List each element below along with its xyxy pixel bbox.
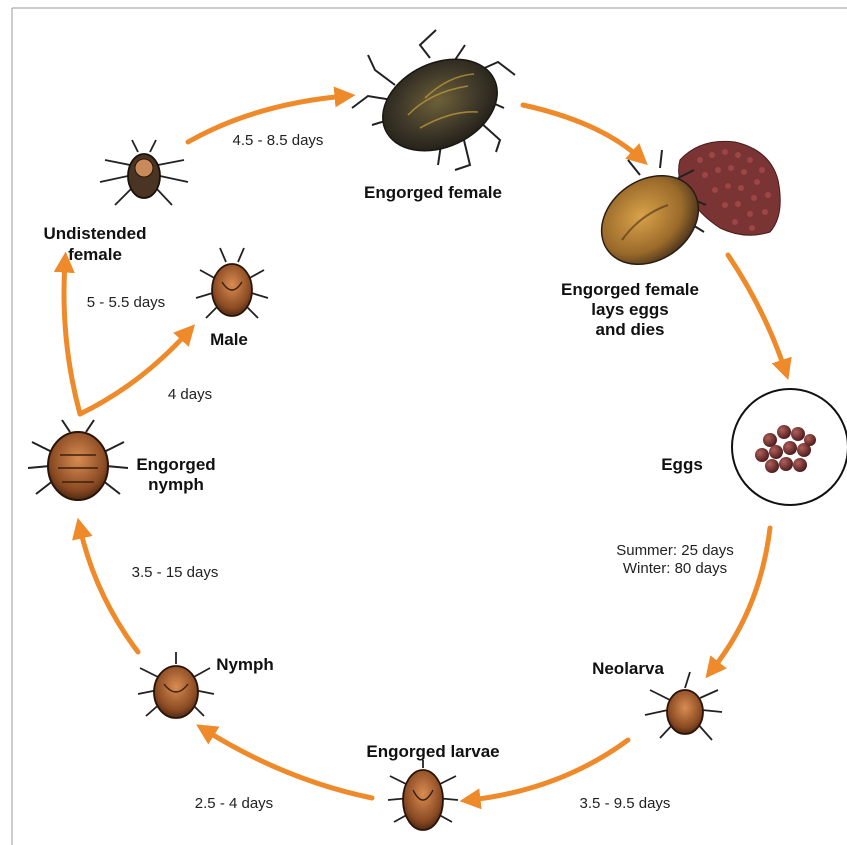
- duration-neolarva-to-larvae: 3.5 - 9.5 days: [580, 795, 671, 812]
- label-male: Male: [210, 330, 248, 349]
- label-engorged-female: Engorged female: [364, 183, 502, 202]
- eggs-illustration: [732, 389, 847, 505]
- label-engorged-nymph-line2: nymph: [148, 475, 204, 494]
- label-nymph: Nymph: [216, 655, 274, 674]
- duration-egg-summer: Summer: 25 days: [616, 542, 734, 559]
- label-engorged-larvae: Engorged larvae: [366, 742, 499, 761]
- arrow-laying-to-eggs: [728, 255, 785, 370]
- stage-labels: Engorged female Engorged female lays egg…: [44, 183, 703, 761]
- arrow-larvae-to-nymph: [205, 730, 372, 798]
- label-neolarva: Neolarva: [592, 659, 664, 678]
- duration-egg-winter: Winter: 80 days: [623, 560, 727, 577]
- nymph-illustration: [138, 652, 214, 718]
- engorged-larvae-illustration: [388, 760, 458, 830]
- label-engorged-nymph-line1: Engorged: [136, 455, 215, 474]
- duration-engorged-nymph-to-female: 5 - 5.5 days: [87, 294, 165, 311]
- duration-larvae-to-nymph: 2.5 - 4 days: [195, 795, 273, 812]
- undistended-female-illustration: [100, 140, 188, 205]
- label-lays-eggs-line1: Engorged female: [561, 280, 699, 299]
- arrow-engorged-nymph-to-female: [64, 262, 80, 414]
- label-eggs: Eggs: [661, 455, 703, 474]
- label-undistended-line2: female: [68, 245, 122, 264]
- egg-laying-female-illustration: [584, 141, 780, 282]
- duration-undistended-to-engorged: 4.5 - 8.5 days: [233, 132, 324, 149]
- label-lays-eggs-line2: lays eggs: [591, 300, 669, 319]
- duration-nymph-to-engorged-nymph: 3.5 - 15 days: [132, 564, 219, 581]
- engorged-female-illustration: [352, 30, 515, 170]
- engorged-nymph-illustration: [28, 420, 128, 500]
- neolarva-illustration: [645, 672, 722, 740]
- male-tick-illustration: [196, 248, 268, 318]
- duration-engorged-nymph-to-male: 4 days: [168, 386, 212, 403]
- arrow-engorged-to-laying: [523, 105, 640, 158]
- arrow-nymph-to-engorged-nymph: [80, 528, 138, 652]
- label-lays-eggs-line3: and dies: [596, 320, 665, 339]
- label-undistended-line1: Undistended: [44, 224, 147, 243]
